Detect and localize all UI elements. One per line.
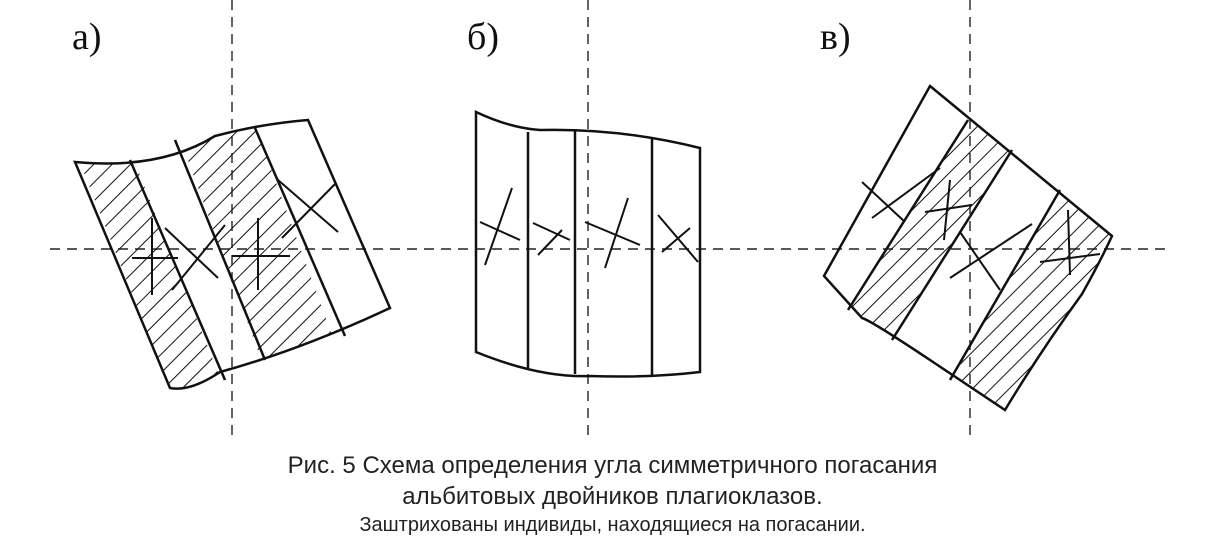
panel-label-b: б) [467,16,499,58]
caption-title: Рис. 5 Схема определения угла симметричн… [287,452,938,479]
extinction-crosses-c [861,167,1101,291]
figure-canvas [50,0,1170,440]
hatched-band-c1 [848,120,1012,340]
hatched-band-c2 [950,190,1112,410]
hatched-band-a2 [175,125,345,370]
panel-label-c: в) [820,16,851,58]
caption-title-continued: альбитовых двойников плагиоклазов. [402,483,823,510]
extinction-crosses-a [132,179,339,295]
crystal-c-outline [822,84,1114,412]
crystal-b-outline [474,110,702,378]
crystal-a [73,118,392,390]
crystal-a-outline [73,118,392,390]
hatched-band-a1 [75,150,225,389]
caption-note: Заштрихованы индивиды, находящиеся на по… [359,514,866,536]
panel-label-a: а) [72,16,102,58]
crystal-b [474,110,702,378]
extinction-crosses-b [479,187,699,269]
crystal-c [822,84,1114,412]
